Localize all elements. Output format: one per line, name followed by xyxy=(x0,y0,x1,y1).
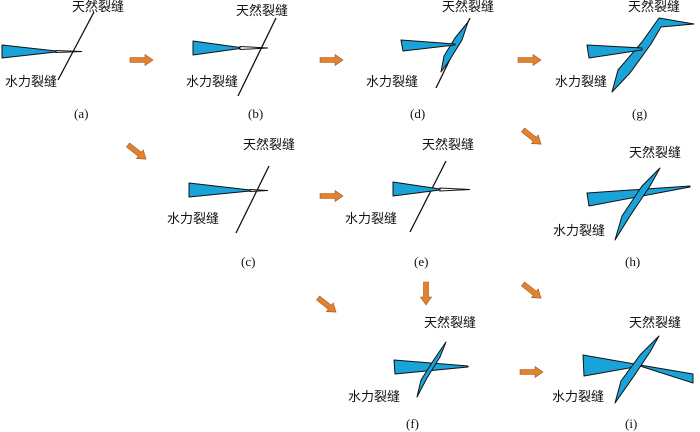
panel-e: 天然裂缝 水力裂缝 (e) xyxy=(345,137,474,269)
natural-fracture-label: 天然裂缝 xyxy=(72,0,124,15)
hydraulic-fracture-label: 水力裂缝 xyxy=(555,75,607,90)
panel-caption-f: (f) xyxy=(406,416,419,431)
arrow-a-to-c xyxy=(126,142,147,160)
hydraulic-fracture-label: 水力裂缝 xyxy=(348,390,400,405)
natural-fracture-opened xyxy=(440,21,469,73)
panel-caption-g: (g) xyxy=(632,106,647,121)
hydraulic-fracture-wedge xyxy=(1,44,57,59)
fracture-tip xyxy=(239,45,269,51)
hydraulic-fracture-wedge xyxy=(400,39,456,52)
natural-fracture-opened xyxy=(611,17,695,93)
panel-caption-h: (h) xyxy=(625,254,640,269)
panel-caption-d: (d) xyxy=(410,106,425,121)
hydraulic-fracture-wedge xyxy=(392,181,441,197)
natural-fracture-label: 天然裂缝 xyxy=(236,3,288,19)
fracture-tip xyxy=(439,187,471,192)
hydraulic-fracture-label: 水力裂缝 xyxy=(366,75,418,90)
panel-b: 天然裂缝 水力裂缝 (b) xyxy=(186,3,288,121)
hydraulic-fracture-label: 水力裂缝 xyxy=(345,212,397,227)
arrow-d-to-h xyxy=(521,127,542,145)
natural-fracture-opened xyxy=(614,167,661,241)
panel-caption-i: (i) xyxy=(625,416,637,431)
hydraulic-fracture-wedge xyxy=(188,182,251,198)
hydraulic-fracture-wedge xyxy=(192,40,241,56)
arrow-e-to-i xyxy=(521,281,542,299)
natural-fracture-label: 天然裂缝 xyxy=(628,0,680,15)
natural-fracture-label: 天然裂缝 xyxy=(422,137,474,153)
panel-i: 天然裂缝 水力裂缝 (i) xyxy=(552,315,694,431)
panel-caption-e: (e) xyxy=(414,254,428,269)
hydraulic-fracture-wedge xyxy=(586,44,643,59)
panel-c: 天然裂缝 水力裂缝 (c) xyxy=(167,137,295,269)
arrow-c-to-f xyxy=(316,295,337,313)
arrow-a-to-b xyxy=(129,53,154,67)
natural-fracture-line xyxy=(235,165,270,234)
fracture-tip xyxy=(249,188,269,193)
flow-arrows xyxy=(126,53,544,379)
natural-fracture-label: 天然裂缝 xyxy=(442,0,494,15)
natural-fracture-label: 天然裂缝 xyxy=(629,145,681,161)
panel-caption-c: (c) xyxy=(241,254,255,269)
hydraulic-fracture-label: 水力裂缝 xyxy=(186,75,238,90)
panel-caption-a: (a) xyxy=(74,106,88,121)
natural-fracture-label: 天然裂缝 xyxy=(243,137,295,153)
panel-h: 天然裂缝 水力裂缝 (h) xyxy=(553,145,691,269)
arrow-b-to-d xyxy=(319,53,344,67)
natural-fracture-label: 天然裂缝 xyxy=(424,315,476,331)
natural-fracture-line xyxy=(237,17,277,97)
arrow-c-to-e xyxy=(319,189,344,203)
fracture-tip xyxy=(55,49,83,54)
hydraulic-fracture-label: 水力裂缝 xyxy=(552,390,604,405)
hydraulic-fracture-label: 水力裂缝 xyxy=(167,212,219,227)
hydraulic-fracture-wedge-right xyxy=(639,364,694,384)
panel-caption-b: (b) xyxy=(248,106,263,121)
natural-fracture-opened xyxy=(614,335,660,404)
natural-fracture-line xyxy=(57,11,95,81)
arrow-d-to-g xyxy=(517,53,542,67)
hydraulic-fracture-label: 水力裂缝 xyxy=(5,75,57,90)
panel-g: 天然裂缝 水力裂缝 (g) xyxy=(555,0,695,121)
natural-fracture-label: 天然裂缝 xyxy=(629,315,681,331)
arrow-e-to-f xyxy=(419,281,433,306)
natural-fracture-line xyxy=(409,160,447,233)
panel-a: 天然裂缝 水力裂缝 (a) xyxy=(1,0,124,121)
arrow-f-to-i xyxy=(519,365,544,379)
hydraulic-fracture-label: 水力裂缝 xyxy=(553,224,605,239)
panel-f: 天然裂缝 水力裂缝 (f) xyxy=(348,315,476,431)
natural-fracture-opened xyxy=(416,341,447,398)
panel-d: 天然裂缝 水力裂缝 (d) xyxy=(366,0,494,121)
